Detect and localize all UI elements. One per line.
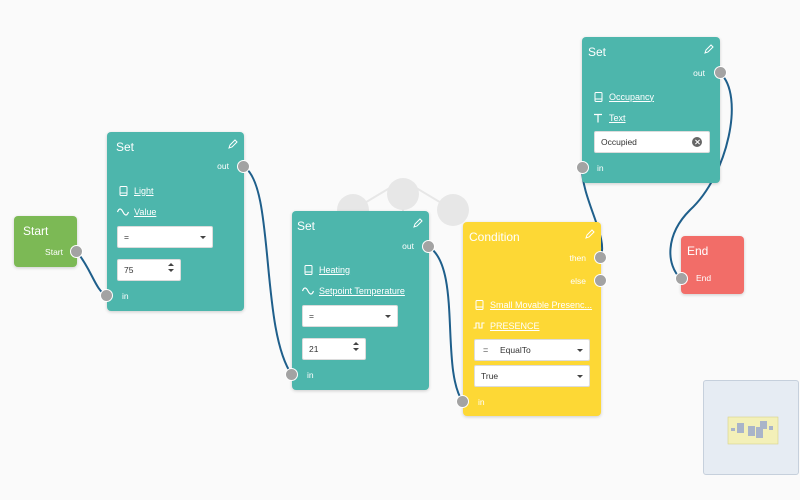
text-icon [592,112,604,123]
set-heating-in-port[interactable] [285,368,298,381]
set-heating-property-row: Setpoint Temperature [302,285,405,296]
set-occupancy-device-row: Occupancy [592,91,654,102]
condition-then-label: then [569,253,586,263]
condition-value: True [481,371,499,381]
set-occupancy-value: Occupied [601,137,637,147]
set-heating-value: 21 [309,344,319,354]
set-occupancy-title: Set [588,45,607,59]
set-occupancy-out-label: out [693,68,705,78]
set-light-out-label: out [217,161,229,171]
end-in-label: End [696,273,712,283]
set-occupancy-property-row: Text [592,112,626,123]
set-occupancy-out-port[interactable] [714,66,727,79]
condition-else-label: else [570,276,586,286]
condition-in-label: in [478,397,485,407]
set-occupancy-in-label: in [597,163,604,173]
start-node-title: Start [23,224,49,238]
end-in-port[interactable] [675,272,688,285]
set-heating-title: Set [297,219,316,233]
set-heating-out-label: out [402,241,414,251]
set-heating-in-label: in [307,370,314,380]
edit-pencil-icon[interactable] [227,138,239,150]
condition-device-row: Small Movable Presenc... [473,299,592,310]
condition-in-port[interactable] [456,395,469,408]
set-light-operator-select[interactable]: = [117,226,213,248]
signal-icon [473,320,485,331]
set-occupancy-text-input[interactable]: Occupied [594,131,710,153]
set-heating-operator-value: = [309,311,314,321]
chevron-down-icon [385,315,391,318]
set-light-property-link[interactable]: Value [134,206,157,217]
set-light-value: 75 [124,265,134,275]
set-light-title: Set [116,140,135,154]
condition-operator-symbol: = [483,345,489,355]
set-light-node[interactable]: Set out Light Value = 75 in [107,132,244,311]
set-light-device-link[interactable]: Light [134,185,154,196]
device-icon [302,264,314,275]
wave-icon [302,285,314,296]
condition-property-link[interactable]: PRESENCE [490,320,540,331]
edit-pencil-icon[interactable] [412,217,424,229]
condition-operator-value: EqualTo [500,345,531,355]
start-node[interactable]: Start Start [14,216,77,267]
edit-pencil-icon[interactable] [584,228,596,240]
set-light-in-label: in [122,291,129,301]
condition-operator-select[interactable]: = EqualTo [474,339,590,361]
condition-property-row: PRESENCE [473,320,540,331]
minimap-preview [727,416,779,445]
set-heating-node[interactable]: Set out Heating Setpoint Temperature = 2… [292,211,429,390]
wire-set-heating-to-condition [428,246,464,403]
set-occupancy-node[interactable]: Set out Occupancy Text Occupied in [582,37,720,183]
set-light-property-row: Value [117,206,156,217]
set-occupancy-property-link[interactable]: Text [609,112,626,123]
set-heating-value-input[interactable]: 21 [302,338,366,360]
set-heating-device-row: Heating [302,264,350,275]
end-node-title: End [687,244,709,258]
set-light-out-port[interactable] [237,160,250,173]
wire-set-light-to-set-heating [243,166,293,376]
chevron-down-icon [577,349,583,352]
set-light-in-port[interactable] [100,289,113,302]
condition-else-port[interactable] [594,274,607,287]
set-heating-operator-select[interactable]: = [302,305,398,327]
set-occupancy-device-link[interactable]: Occupancy [609,91,655,102]
device-icon [473,299,485,310]
set-heating-device-link[interactable]: Heating [319,264,351,275]
start-out-port[interactable] [70,245,83,258]
set-light-device-row: Light [117,185,154,196]
chevron-down-icon [577,375,583,378]
edit-pencil-icon[interactable] [703,43,715,55]
stepper-arrows-icon[interactable] [168,263,174,272]
condition-device-link[interactable]: Small Movable Presenc... [490,299,593,310]
wave-icon [117,206,129,217]
clear-icon[interactable] [692,137,702,147]
end-node[interactable]: End End [681,236,744,294]
set-light-value-input[interactable]: 75 [117,259,181,281]
chevron-down-icon [200,236,206,239]
device-icon [117,185,129,196]
set-light-operator-value: = [124,232,129,242]
condition-value-select[interactable]: True [474,365,590,387]
set-heating-property-link[interactable]: Setpoint Temperature [319,285,405,296]
minimap[interactable] [703,380,799,475]
condition-then-port[interactable] [594,251,607,264]
device-icon [592,91,604,102]
start-out-label: Start [45,247,63,257]
set-occupancy-in-port[interactable] [576,161,589,174]
stepper-arrows-icon[interactable] [353,342,359,351]
condition-title: Condition [469,230,520,244]
set-heating-out-port[interactable] [422,240,435,253]
condition-node[interactable]: Condition then else Small Movable Presen… [463,222,601,416]
